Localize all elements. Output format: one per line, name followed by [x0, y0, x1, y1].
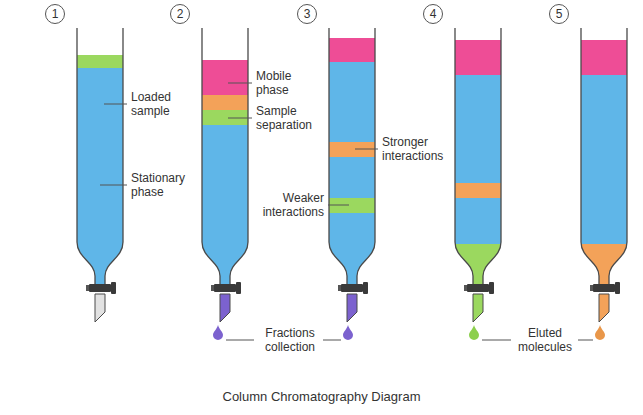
column	[77, 28, 123, 322]
part-label: Loaded sample	[131, 90, 195, 118]
stopcock	[593, 284, 615, 292]
text-slot: 4	[423, 4, 443, 24]
part-label: Eluted molecules	[505, 326, 585, 354]
empty-glass	[77, 28, 123, 55]
leader-line	[100, 185, 127, 186]
stationary-phase	[202, 125, 248, 292]
leader-line	[328, 205, 349, 206]
stopcock-knob	[236, 282, 241, 294]
stopcock	[211, 285, 214, 291]
stationary-phase	[329, 62, 375, 142]
mobile-phase	[581, 40, 627, 75]
part-label: Stationary phase	[131, 171, 195, 199]
text-slot: Stationary phase	[131, 171, 195, 199]
stationary-phase	[329, 157, 375, 198]
stopcock	[214, 284, 236, 292]
text-slot: Mobile phase	[256, 69, 316, 97]
part-label: Mobile phase	[256, 69, 316, 97]
caption: Column Chromatography Diagram	[0, 389, 643, 405]
text-slot: 5	[549, 4, 569, 24]
stopcock	[464, 285, 467, 291]
callout-number: 2	[170, 4, 190, 24]
stopcock-knob	[111, 282, 116, 294]
leader-line	[355, 149, 378, 150]
sample-band	[455, 183, 501, 198]
column-outline	[455, 28, 501, 290]
column-outline	[329, 28, 375, 290]
stopcock	[467, 284, 489, 292]
stationary-phase	[455, 198, 501, 244]
leader-line	[226, 340, 254, 341]
stopcock	[338, 285, 341, 291]
column-outline	[77, 28, 123, 290]
text-slot: Loaded sample	[131, 90, 195, 118]
part-label: Weaker interactions	[252, 191, 324, 219]
mobile-phase	[329, 38, 375, 62]
sample-band	[329, 198, 375, 213]
eluting-band	[455, 244, 501, 292]
mobile-phase	[202, 60, 248, 95]
empty-glass	[202, 28, 248, 60]
empty-glass	[581, 28, 627, 40]
column-tip	[599, 294, 609, 322]
column-tip	[473, 294, 483, 322]
column	[202, 28, 248, 322]
text-slot: Eluted molecules	[505, 326, 585, 354]
leader-line	[482, 340, 511, 341]
stationary-phase	[329, 213, 375, 292]
text-slot: 3	[297, 4, 317, 24]
part-label: Fractions collection	[250, 326, 330, 354]
column-tip	[347, 294, 357, 322]
mobile-phase	[455, 40, 501, 75]
callout-number: 5	[549, 4, 569, 24]
drop	[343, 325, 353, 340]
stationary-phase	[581, 75, 627, 244]
empty-glass	[455, 28, 501, 40]
leader-line	[323, 340, 341, 341]
text-slot: 2	[170, 4, 190, 24]
part-label: Sample separation	[256, 104, 322, 132]
callout-number: 4	[423, 4, 443, 24]
eluting-band	[581, 244, 627, 292]
part-label: Stronger interactions	[382, 135, 454, 163]
leader-line	[578, 340, 593, 341]
sample-band	[202, 95, 248, 110]
column	[581, 28, 627, 322]
stopcock-knob	[363, 282, 368, 294]
stopcock-knob	[489, 282, 494, 294]
stopcock	[341, 284, 363, 292]
stopcock	[590, 285, 593, 291]
column-tip	[95, 294, 105, 322]
drop	[595, 325, 605, 340]
column-outline	[202, 28, 248, 290]
stopcock	[89, 284, 111, 292]
callout-number: 1	[45, 4, 65, 24]
column-outline	[581, 28, 627, 290]
text-slot: Sample separation	[256, 104, 322, 132]
text-slot: 1	[45, 4, 65, 24]
drop	[213, 325, 223, 340]
column	[455, 28, 501, 322]
drop	[469, 325, 479, 340]
sample-band	[77, 55, 123, 68]
leader-line	[228, 83, 252, 84]
column-tip	[220, 294, 230, 322]
text-slot: Column Chromatography Diagram	[0, 389, 643, 405]
leader-line	[228, 118, 252, 119]
empty-glass	[329, 28, 375, 38]
text-slot: Fractions collection	[250, 326, 330, 354]
stopcock	[86, 285, 89, 291]
column	[329, 28, 375, 322]
text-slot: Stronger interactions	[382, 135, 454, 163]
callout-number: 3	[297, 4, 317, 24]
leader-lines	[100, 83, 593, 340]
leader-line	[104, 104, 127, 105]
stationary-phase	[455, 75, 501, 183]
stopcock-knob	[615, 282, 620, 294]
text-slot: Weaker interactions	[252, 191, 324, 219]
